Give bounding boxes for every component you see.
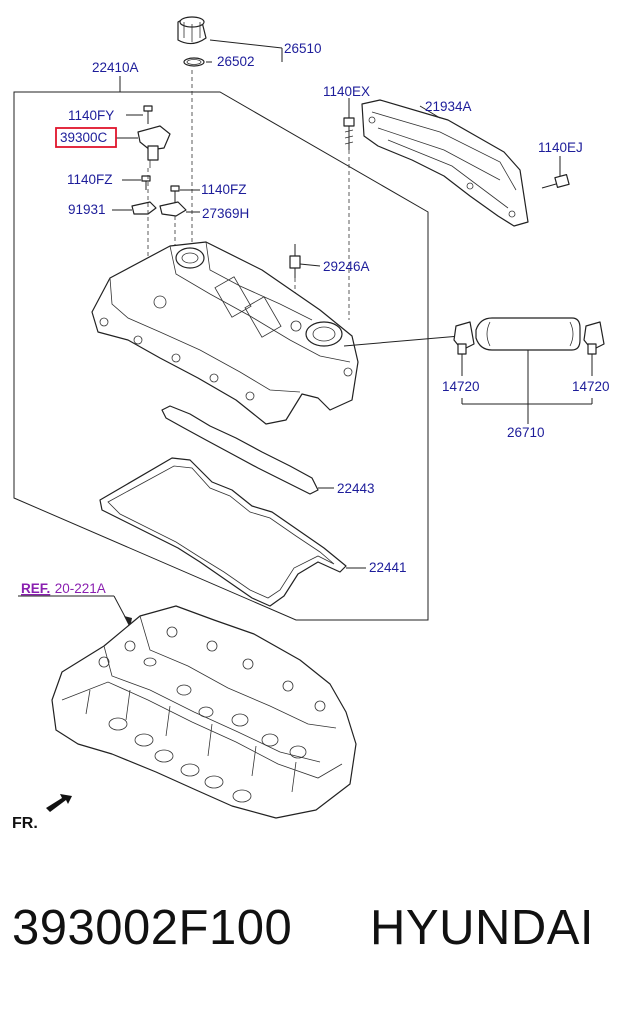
breather-hose <box>475 317 581 351</box>
label-22441: 22441 <box>369 560 407 575</box>
bolt-29246a <box>289 244 301 278</box>
label-91931: 91931 <box>68 202 106 217</box>
bolt-1140fz-left <box>141 175 151 190</box>
hose-clamp-left <box>453 321 475 355</box>
bolt-1140fz-right <box>170 185 180 204</box>
cylinder-head-cover <box>91 241 359 425</box>
caption: 393002F100 HYUNDAI <box>0 900 627 980</box>
label-22410a: 22410A <box>92 60 139 75</box>
label-27369h: 27369H <box>202 206 249 221</box>
label-22443: 22443 <box>337 481 375 496</box>
label-1140ej: 1140EJ <box>538 140 583 155</box>
bolt-1140ex <box>343 117 355 150</box>
label-1140fz-left: 1140FZ <box>67 172 113 187</box>
gasket-22441 <box>99 457 347 607</box>
reference-prefix: REF. <box>21 581 50 596</box>
bracket-91931 <box>131 201 157 215</box>
label-21934a: 21934A <box>425 99 472 114</box>
label-14720-right: 14720 <box>572 379 610 394</box>
front-indicator-label: FR. <box>12 815 38 832</box>
reference-code: 20-221A <box>55 581 106 596</box>
oil-filler-cap <box>177 16 207 45</box>
assembly-frame <box>13 91 429 621</box>
heat-shield <box>361 99 529 227</box>
label-29246a: 29246A <box>323 259 370 274</box>
front-arrow-icon <box>46 794 72 812</box>
caption-brand: HYUNDAI <box>370 901 595 955</box>
label-14720-left: 14720 <box>442 379 480 394</box>
label-1140ex: 1140EX <box>323 84 370 99</box>
cylinder-head-reference <box>51 605 357 819</box>
label-1140fy: 1140FY <box>68 108 114 123</box>
label-26510: 26510 <box>284 41 322 56</box>
selected-part-highlight <box>55 127 117 148</box>
caption-part-number: 393002F100 <box>12 901 293 955</box>
gasket-22443 <box>161 405 319 495</box>
bracket-27369h <box>159 201 187 217</box>
label-39300c: 39300C <box>60 130 108 145</box>
label-26502: 26502 <box>217 54 255 69</box>
bolt-1140fy <box>143 105 153 124</box>
reference-label: REF. 20-221A <box>21 580 106 597</box>
hose-clamp-right <box>583 321 605 355</box>
o-ring <box>183 57 205 67</box>
label-26710: 26710 <box>507 425 545 440</box>
bolt-1140ej <box>541 174 570 189</box>
camshaft-position-sensor <box>137 125 171 168</box>
label-1140fz-right: 1140FZ <box>201 182 247 197</box>
